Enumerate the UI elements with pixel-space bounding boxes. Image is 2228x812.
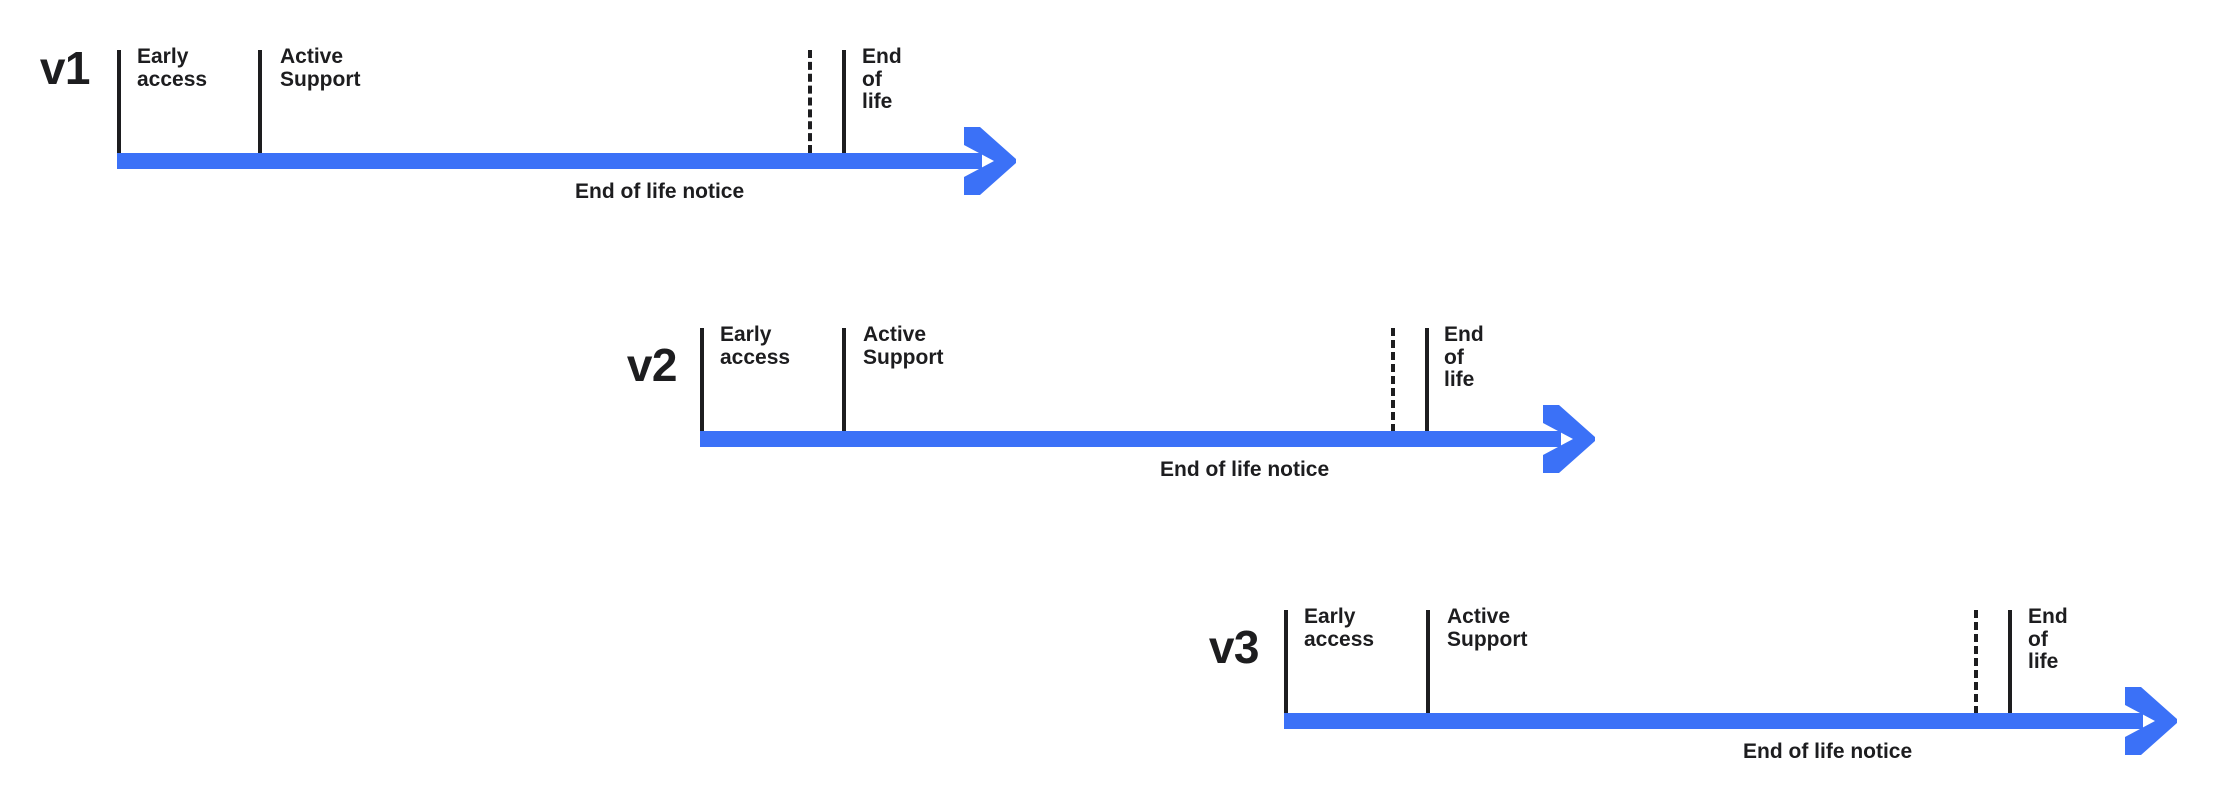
phase-tick-start-v3 <box>1284 610 1288 714</box>
lifecycle-bar-v3 <box>1284 713 2143 729</box>
lifecycle-bar-v2 <box>700 431 1561 447</box>
phase-tick-end-of-life-v1 <box>842 50 846 153</box>
phase-label-end-of-life-v3: End of life <box>2028 605 2068 674</box>
phase-tick-active-support-v3 <box>1426 610 1430 714</box>
phase-tick-end-of-life-v3 <box>2008 610 2012 714</box>
phase-label-early-access-v1: Early access <box>137 45 208 91</box>
notice-label-v2: End of life notice <box>1160 458 1330 481</box>
phase-tick-active-support-v2 <box>842 328 846 432</box>
phase-label-active-support-v3: Active Support <box>1447 605 1528 651</box>
phase-label-early-access-v2: Early access <box>720 323 791 369</box>
phase-tick-start-v1 <box>117 50 121 153</box>
phase-label-end-of-life-v2: End of life <box>1444 323 1484 392</box>
end-of-life-notice-marker-v3 <box>1974 610 1978 714</box>
arrow-head-icon-v2 <box>1537 403 1601 475</box>
version-label-v2: v2 <box>626 339 678 391</box>
phase-label-early-access-v3: Early access <box>1304 605 1375 651</box>
phase-tick-end-of-life-v2 <box>1425 328 1429 432</box>
end-of-life-notice-marker-v1 <box>808 50 812 153</box>
phase-label-end-of-life-v1: End of life <box>862 45 902 114</box>
version-label-v1: v1 <box>39 42 91 94</box>
phase-tick-active-support-v1 <box>258 50 262 153</box>
notice-label-v1: End of life notice <box>575 180 745 203</box>
phase-tick-start-v2 <box>700 328 704 432</box>
end-of-life-notice-marker-v2 <box>1391 328 1395 432</box>
notice-label-v3: End of life notice <box>1743 740 1913 763</box>
phase-label-active-support-v2: Active Support <box>863 323 944 369</box>
phase-label-active-support-v1: Active Support <box>280 45 361 91</box>
arrow-head-icon-v1 <box>958 125 1022 197</box>
arrow-head-icon-v3 <box>2119 685 2183 757</box>
lifecycle-bar-v1 <box>117 153 982 169</box>
version-label-v3: v3 <box>1208 621 1260 673</box>
